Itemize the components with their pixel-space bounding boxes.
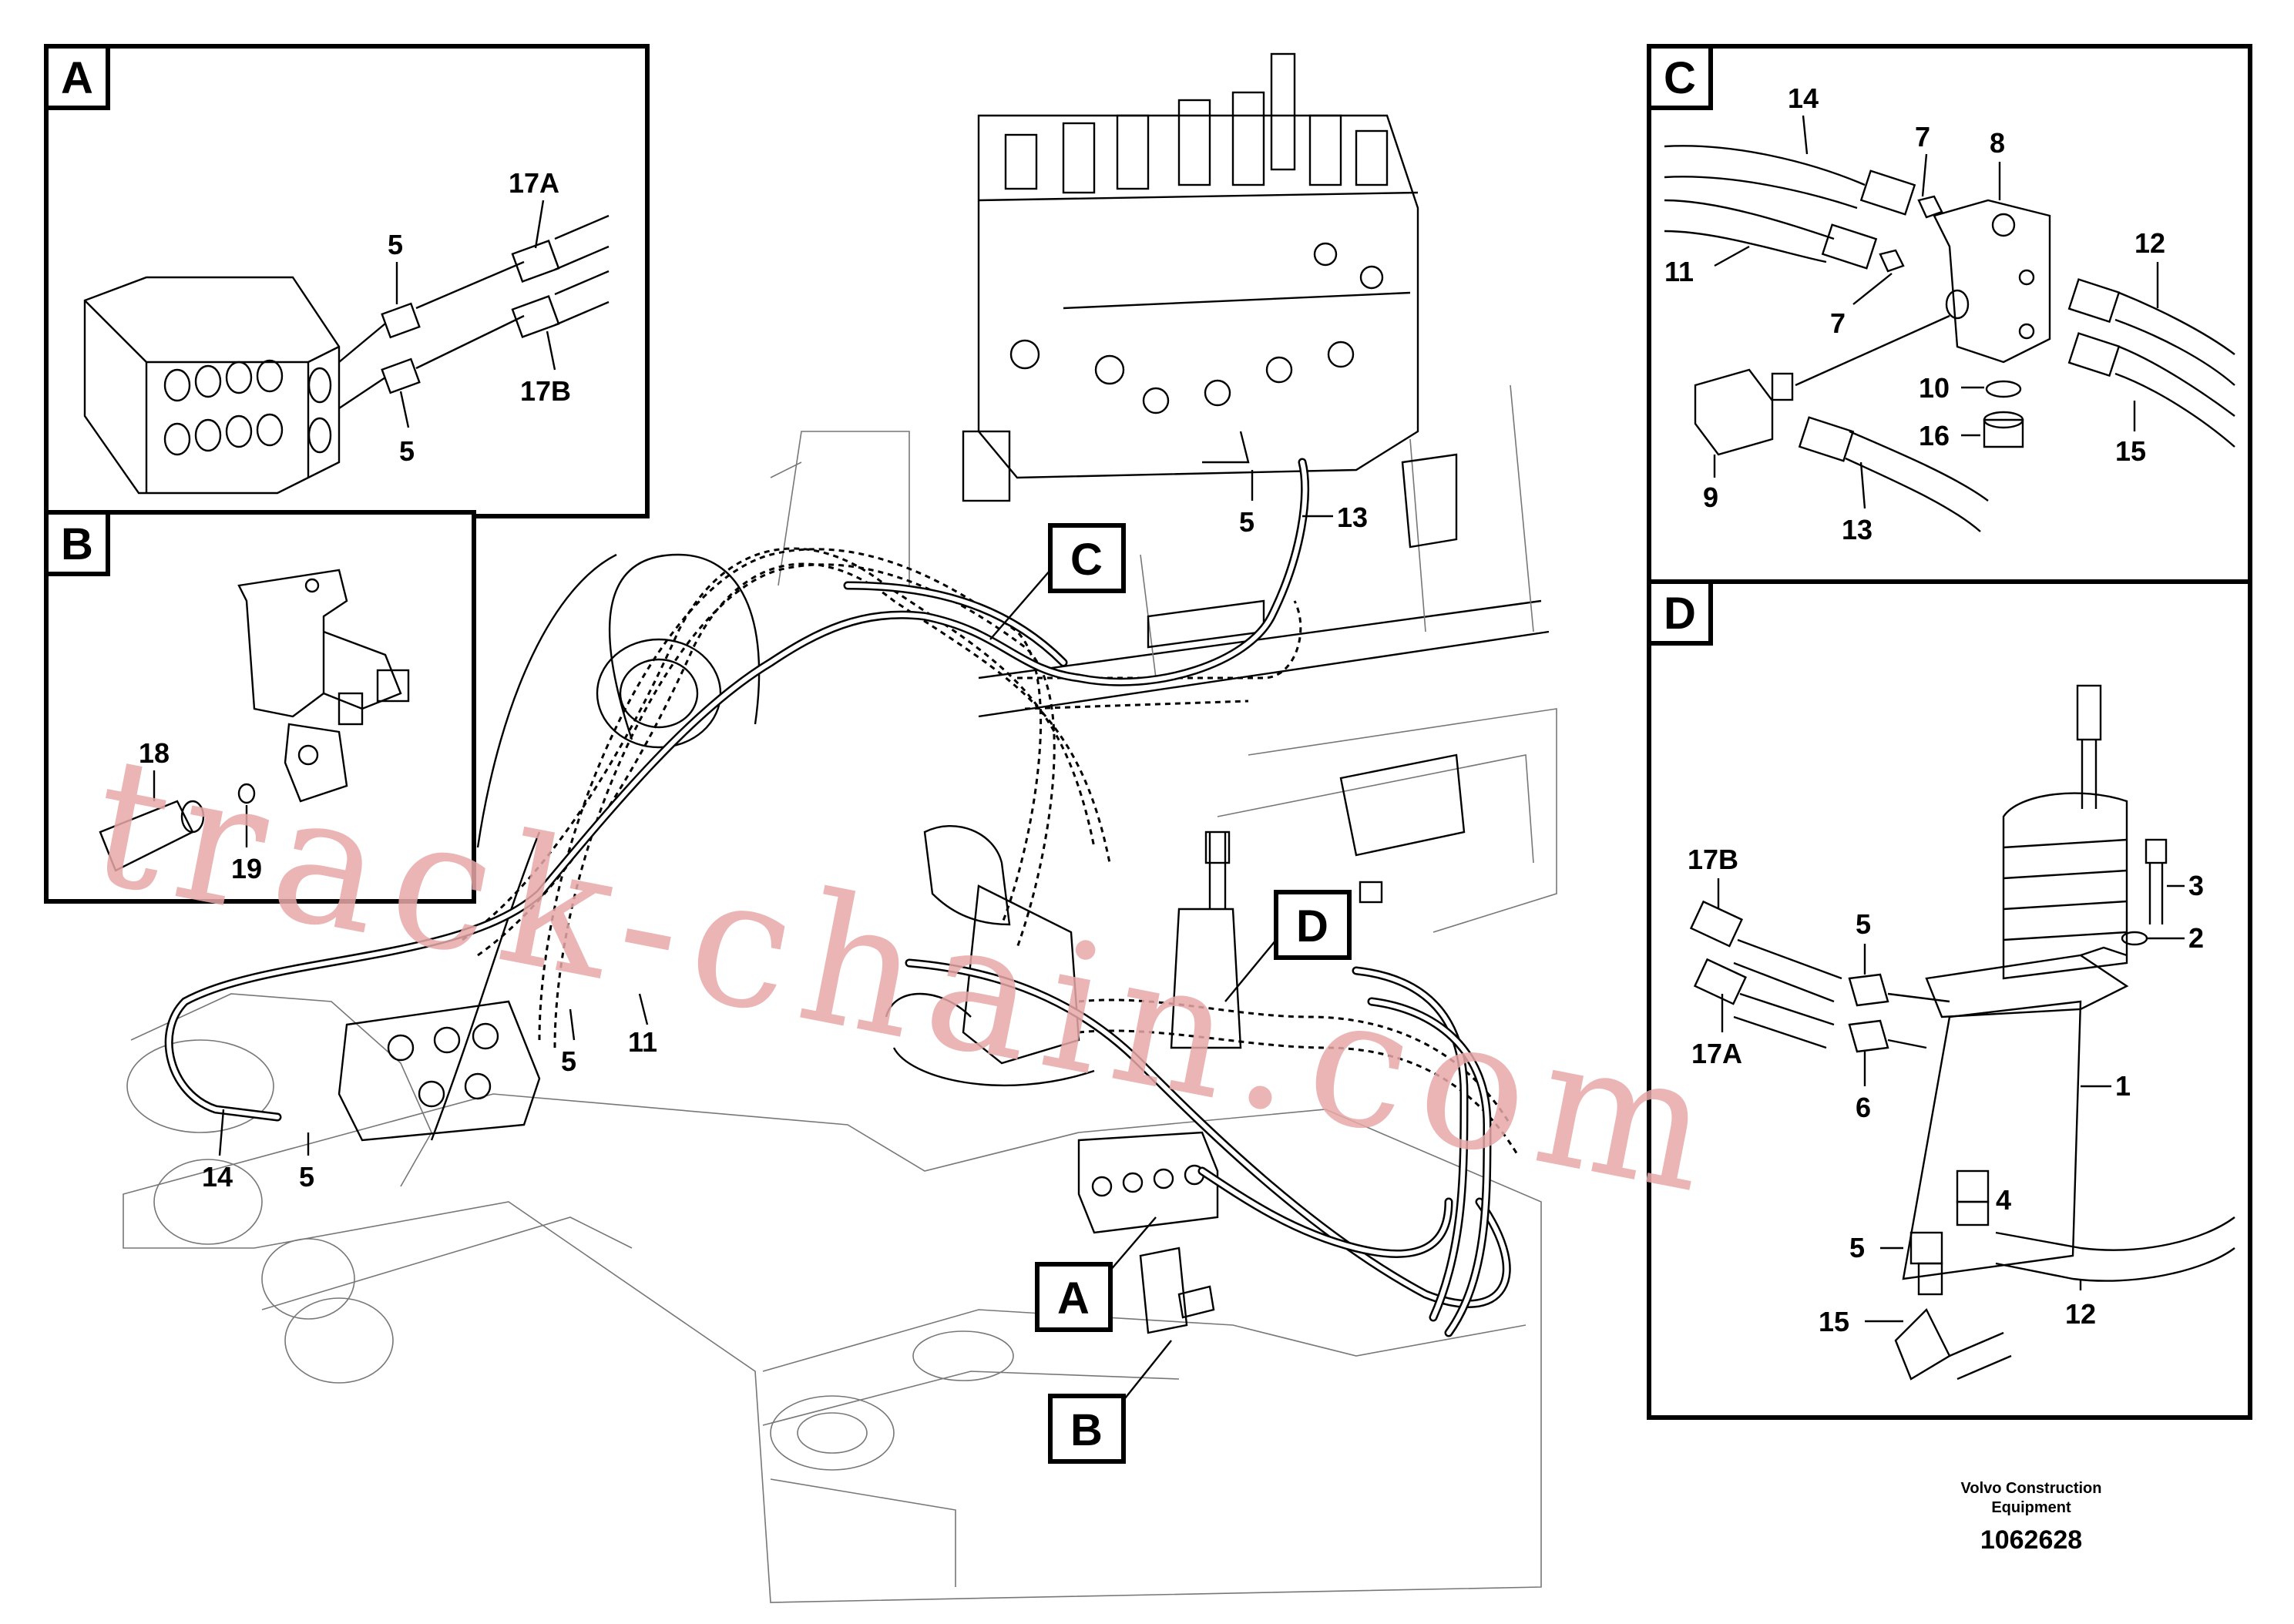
svg-text:1: 1 — [2115, 1070, 2131, 1102]
svg-text:10: 10 — [1919, 372, 1950, 404]
svg-text:12: 12 — [2065, 1298, 2096, 1330]
svg-text:13: 13 — [1842, 514, 1872, 545]
svg-text:17A: 17A — [509, 167, 559, 199]
detail-view-A: A 17A 5 5 17B — [44, 44, 650, 518]
svg-text:B: B — [1070, 1405, 1103, 1455]
svg-text:5: 5 — [1856, 908, 1871, 940]
svg-text:14: 14 — [1788, 82, 1819, 114]
svg-text:15: 15 — [2115, 435, 2146, 467]
main-view-labels: 5 13 5 11 14 5 — [202, 470, 1368, 1193]
svg-text:17B: 17B — [520, 375, 571, 407]
detail-tag-A: A — [61, 53, 93, 103]
detail-tag-B: B — [61, 519, 93, 569]
svg-text:9: 9 — [1703, 481, 1718, 513]
main-control-valve — [962, 52, 1419, 502]
svg-text:17B: 17B — [1688, 844, 1738, 875]
detail-view-B: B 18 19 — [44, 510, 476, 904]
detail-tag-C: C — [1664, 53, 1696, 103]
callout-tag-C: C — [989, 523, 1126, 640]
detail-view-D: D 17B 5 3 2 — [1647, 579, 2252, 1420]
svg-text:A: A — [1057, 1273, 1090, 1324]
svg-text:16: 16 — [1919, 420, 1950, 451]
caption-line-2: Equipment — [1991, 1499, 2071, 1516]
detail-tag-D: D — [1664, 589, 1696, 639]
svg-text:5: 5 — [1849, 1232, 1865, 1263]
svg-text:19: 19 — [231, 853, 262, 884]
svg-text:3: 3 — [2188, 870, 2204, 901]
drawing-caption: Volvo Construction Equipment 1062628 — [1961, 1480, 2102, 1555]
watermark: track-chain.com — [77, 718, 1739, 1235]
hydraulic-hoses — [164, 458, 1511, 1337]
label-11: 11 — [628, 1026, 657, 1058]
callout-tag-D: D — [1224, 890, 1352, 1002]
svg-text:8: 8 — [1990, 127, 2005, 159]
detail-view-C: C 14 7 8 11 — [1647, 44, 2252, 588]
label-14: 14 — [202, 1161, 233, 1193]
svg-text:5: 5 — [399, 435, 415, 467]
drawing-number: 1062628 — [1980, 1525, 2082, 1555]
label-13: 13 — [1337, 502, 1368, 533]
svg-text:D: D — [1296, 901, 1328, 951]
svg-text:18: 18 — [139, 737, 170, 769]
svg-text:7: 7 — [1830, 307, 1846, 339]
callout-tag-A: A — [1035, 1216, 1157, 1332]
svg-text:C: C — [1070, 535, 1103, 585]
svg-text:5: 5 — [388, 229, 403, 260]
label-5-left: 5 — [299, 1161, 314, 1193]
svg-text:11: 11 — [1664, 256, 1694, 287]
label-5-mid: 5 — [561, 1045, 576, 1077]
svg-text:4: 4 — [1996, 1184, 2011, 1216]
svg-text:7: 7 — [1915, 121, 1930, 153]
svg-text:15: 15 — [1819, 1306, 1849, 1337]
callout-tag-B: B — [1048, 1340, 1172, 1464]
svg-text:6: 6 — [1856, 1092, 1871, 1123]
main-assembly-drawing — [123, 52, 1557, 1603]
svg-text:12: 12 — [2134, 227, 2165, 259]
svg-text:2: 2 — [2188, 922, 2204, 954]
caption-line-1: Volvo Construction — [1961, 1480, 2102, 1497]
svg-text:17A: 17A — [1691, 1038, 1742, 1069]
label-5-top: 5 — [1239, 506, 1254, 538]
